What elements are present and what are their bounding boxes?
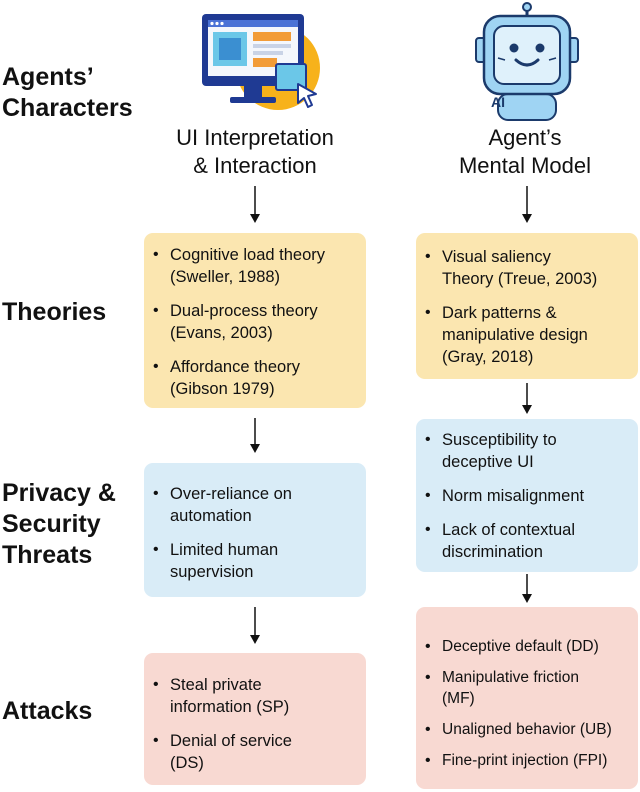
row-label-privacy-security-threats: Privacy & Security Threats: [2, 478, 116, 571]
heading-line: & Interaction: [193, 153, 317, 178]
list-item: Manipulative friction (MF): [416, 667, 638, 709]
list-item: Denial of service (DS): [144, 730, 366, 774]
ai-robot-icon: [475, 2, 579, 121]
item-line: discrimination: [442, 543, 543, 561]
robot-ai-badge: AI: [491, 94, 505, 110]
left-threats-box: Over-reliance on automation Limited huma…: [144, 463, 366, 597]
item-line: Theory (Treue, 2003): [442, 270, 598, 288]
row-label-line: Privacy &: [2, 479, 116, 507]
list-item: Susceptibility to deceptive UI: [416, 429, 638, 473]
right-column-heading: Agent’s Mental Model: [420, 124, 630, 180]
right-threats-box: Susceptibility to deceptive UI Norm misa…: [416, 419, 638, 572]
arrow-down: [250, 186, 260, 223]
item-line: (Gibson 1979): [170, 380, 275, 398]
row-label-line: Threats: [2, 541, 93, 569]
arrow-down: [250, 607, 260, 644]
row-label-line: Characters: [2, 94, 133, 122]
item-line: Steal private: [170, 676, 262, 694]
item-line: (Sweller, 1988): [170, 268, 281, 286]
item-line: (Gray, 2018): [442, 348, 534, 366]
list-item: Over-reliance on automation: [144, 483, 366, 527]
list-item: Limited human supervision: [144, 539, 366, 583]
list-item: Lack of contextual discrimination: [416, 519, 638, 563]
item-line: (MF): [442, 690, 475, 707]
left-column-heading: UI Interpretation & Interaction: [150, 124, 360, 180]
item-line: deceptive UI: [442, 453, 534, 471]
item-line: Over-reliance on: [170, 485, 292, 503]
row-label-line: Agents’: [2, 63, 94, 91]
left-attacks-box: Steal private information (SP) Denial of…: [144, 653, 366, 785]
computer-monitor-cursor-icon: [202, 14, 320, 110]
arrow-down: [522, 574, 532, 603]
item-line: Dark patterns &: [442, 304, 557, 322]
item-line: Fine-print injection (FPI): [442, 752, 608, 769]
item-line: Denial of service: [170, 732, 292, 750]
row-label-attacks: Attacks: [2, 696, 92, 727]
row-label-line: Security: [2, 510, 101, 538]
list-item: Dark patterns & manipulative design (Gra…: [416, 302, 638, 368]
item-line: Susceptibility to: [442, 431, 557, 449]
left-theories-box: Cognitive load theory (Sweller, 1988) Du…: [144, 233, 366, 408]
heading-line: Mental Model: [458, 153, 592, 178]
left-threats-list: Over-reliance on automation Limited huma…: [144, 483, 366, 583]
item-line: Visual saliency: [442, 248, 551, 266]
list-item: Visual saliency Theory (Treue, 2003): [416, 246, 638, 290]
item-line: Manipulative friction: [442, 669, 579, 686]
item-line: Cognitive load theory: [170, 246, 326, 264]
list-item: Fine-print injection (FPI): [416, 750, 638, 771]
item-line: (DS): [170, 754, 204, 772]
heading-line: UI Interpretation: [176, 125, 334, 150]
item-line: Unaligned behavior (UB): [442, 721, 612, 738]
item-line: (Evans, 2003): [170, 324, 273, 342]
left-theories-list: Cognitive load theory (Sweller, 1988) Du…: [144, 244, 366, 400]
list-item: Deceptive default (DD): [416, 636, 638, 657]
left-attacks-list: Steal private information (SP) Denial of…: [144, 674, 366, 774]
item-line: Deceptive default (DD): [442, 638, 599, 655]
right-attacks-box: Deceptive default (DD) Manipulative fric…: [416, 607, 638, 789]
right-theories-box: Visual saliency Theory (Treue, 2003) Dar…: [416, 233, 638, 379]
item-line: automation: [170, 507, 252, 525]
arrow-down: [250, 418, 260, 453]
item-line: Lack of contextual: [442, 521, 575, 539]
item-line: Norm misalignment: [442, 487, 585, 505]
row-label-line: Theories: [2, 298, 107, 326]
right-threats-list: Susceptibility to deceptive UI Norm misa…: [416, 429, 638, 563]
list-item: Dual-process theory (Evans, 2003): [144, 300, 366, 344]
arrow-down: [522, 383, 532, 414]
right-attacks-list: Deceptive default (DD) Manipulative fric…: [416, 636, 638, 771]
item-line: manipulative design: [442, 326, 588, 344]
arrow-down: [522, 186, 532, 223]
item-line: Affordance theory: [170, 358, 300, 376]
heading-line: Agent’s: [488, 125, 562, 150]
row-label-theories: Theories: [2, 297, 106, 328]
list-item: Norm misalignment: [416, 485, 638, 507]
item-line: Dual-process theory: [170, 302, 318, 320]
list-item: Cognitive load theory (Sweller, 1988): [144, 244, 366, 288]
row-label-agents-characters: Agents’ Characters: [2, 62, 133, 124]
row-label-line: Attacks: [2, 697, 93, 725]
item-line: information (SP): [170, 698, 290, 716]
right-theories-list: Visual saliency Theory (Treue, 2003) Dar…: [416, 246, 638, 368]
list-item: Steal private information (SP): [144, 674, 366, 718]
item-line: Limited human: [170, 541, 279, 559]
item-line: supervision: [170, 563, 254, 581]
list-item: Unaligned behavior (UB): [416, 719, 638, 740]
list-item: Affordance theory (Gibson 1979): [144, 356, 366, 400]
